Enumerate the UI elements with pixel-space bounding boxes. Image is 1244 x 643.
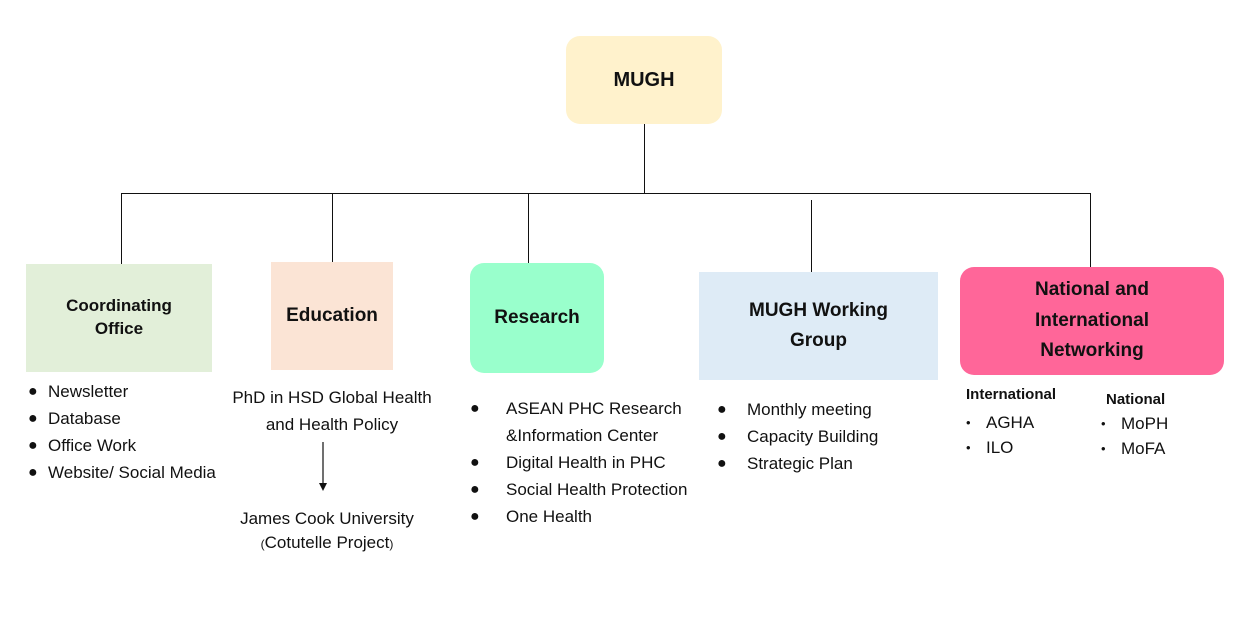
bullet-icon: ● [28, 410, 38, 427]
arrow-down-icon [319, 442, 327, 492]
bullet-icon: ● [470, 454, 480, 471]
list-item: ●One Health [470, 503, 687, 530]
list-item: ●ASEAN PHC Research [470, 395, 687, 422]
education-program-line2: and Health Policy [265, 415, 399, 434]
bullet-icon: ● [470, 508, 480, 525]
node-research: Research [470, 263, 604, 373]
bullet-icon: ● [717, 401, 727, 418]
international-list: •AGHA •ILO [966, 410, 1034, 460]
node-networking: National and International Networking [960, 267, 1224, 375]
list-item: ●Office Work [28, 432, 216, 459]
connector-networking [1090, 194, 1091, 267]
connector-research [528, 194, 529, 263]
node-working-group: MUGH Working Group [699, 272, 938, 380]
list-item: •ILO [966, 435, 1034, 460]
bullet-icon: ● [28, 437, 38, 454]
education-partner-line1: James Cook University [240, 509, 414, 528]
list-item: ●Strategic Plan [717, 450, 878, 477]
bullet-icon: • [966, 440, 971, 455]
list-item: ●Social Health Protection [470, 476, 687, 503]
connector-top-vertical [644, 124, 645, 193]
bullet-icon: ● [717, 455, 727, 472]
node-coordinating-office: Coordinating Office [26, 264, 212, 372]
list-item: ●Monthly meeting [717, 396, 878, 423]
networking-title-line1: National and [1034, 279, 1149, 301]
research-title: Research [494, 307, 580, 329]
list-item: ●Digital Health in PHC [470, 449, 687, 476]
bullet-icon: • [966, 415, 971, 430]
list-item: ●Capacity Building [717, 423, 878, 450]
list-item: ●Website/ Social Media [28, 459, 216, 486]
list-item: •MoFA [1101, 436, 1168, 461]
working-group-title-line1: MUGH Working [749, 299, 888, 321]
bullet-icon: ● [28, 464, 38, 481]
education-partner: James Cook University (Cotutelle Project… [207, 507, 447, 556]
coordinating-title-line2: Office [94, 319, 144, 338]
connector-working-group [811, 200, 812, 272]
national-heading: National [1106, 391, 1166, 408]
list-item-continuation: &Information Center [506, 426, 659, 445]
national-list: •MoPH •MoFA [1101, 411, 1168, 461]
bullet-icon: ● [470, 481, 480, 498]
bullet-icon: ● [470, 400, 480, 417]
node-education: Education [271, 262, 393, 370]
education-title: Education [286, 305, 378, 327]
close-paren: ) [389, 537, 394, 551]
bullet-icon: ● [717, 428, 727, 445]
working-group-list: ●Monthly meeting ●Capacity Building ●Str… [717, 396, 878, 477]
list-item: ●Database [28, 405, 216, 432]
bullet-icon: • [1101, 416, 1106, 431]
coordinating-list: ●Newsletter ●Database ●Office Work ●Webs… [28, 378, 216, 486]
connector-horizontal-bar [121, 193, 1091, 194]
international-heading: International [966, 386, 1057, 403]
working-group-title-line2: Group [790, 330, 847, 351]
education-program-line1: PhD in HSD Global Health [232, 388, 432, 407]
education-partner-line2: (Cotutelle Project) [260, 533, 394, 552]
node-mugh-label: MUGH [613, 68, 675, 91]
connector-coordinating [121, 194, 122, 264]
list-item: ●Newsletter [28, 378, 216, 405]
networking-title-line3: Networking [1040, 340, 1144, 362]
connector-education [332, 194, 333, 262]
bullet-icon: • [1101, 441, 1106, 456]
node-mugh: MUGH [566, 36, 722, 124]
list-item: •AGHA [966, 410, 1034, 435]
coordinating-title-line1: Coordinating [66, 296, 172, 316]
open-paren: ( [260, 537, 265, 551]
networking-title-line2: International [1034, 309, 1149, 331]
list-item: •MoPH [1101, 411, 1168, 436]
bullet-icon: ● [28, 383, 38, 400]
education-program: PhD in HSD Global Health and Health Poli… [212, 384, 452, 438]
research-list: ●ASEAN PHC Research &Information Center … [470, 395, 687, 530]
